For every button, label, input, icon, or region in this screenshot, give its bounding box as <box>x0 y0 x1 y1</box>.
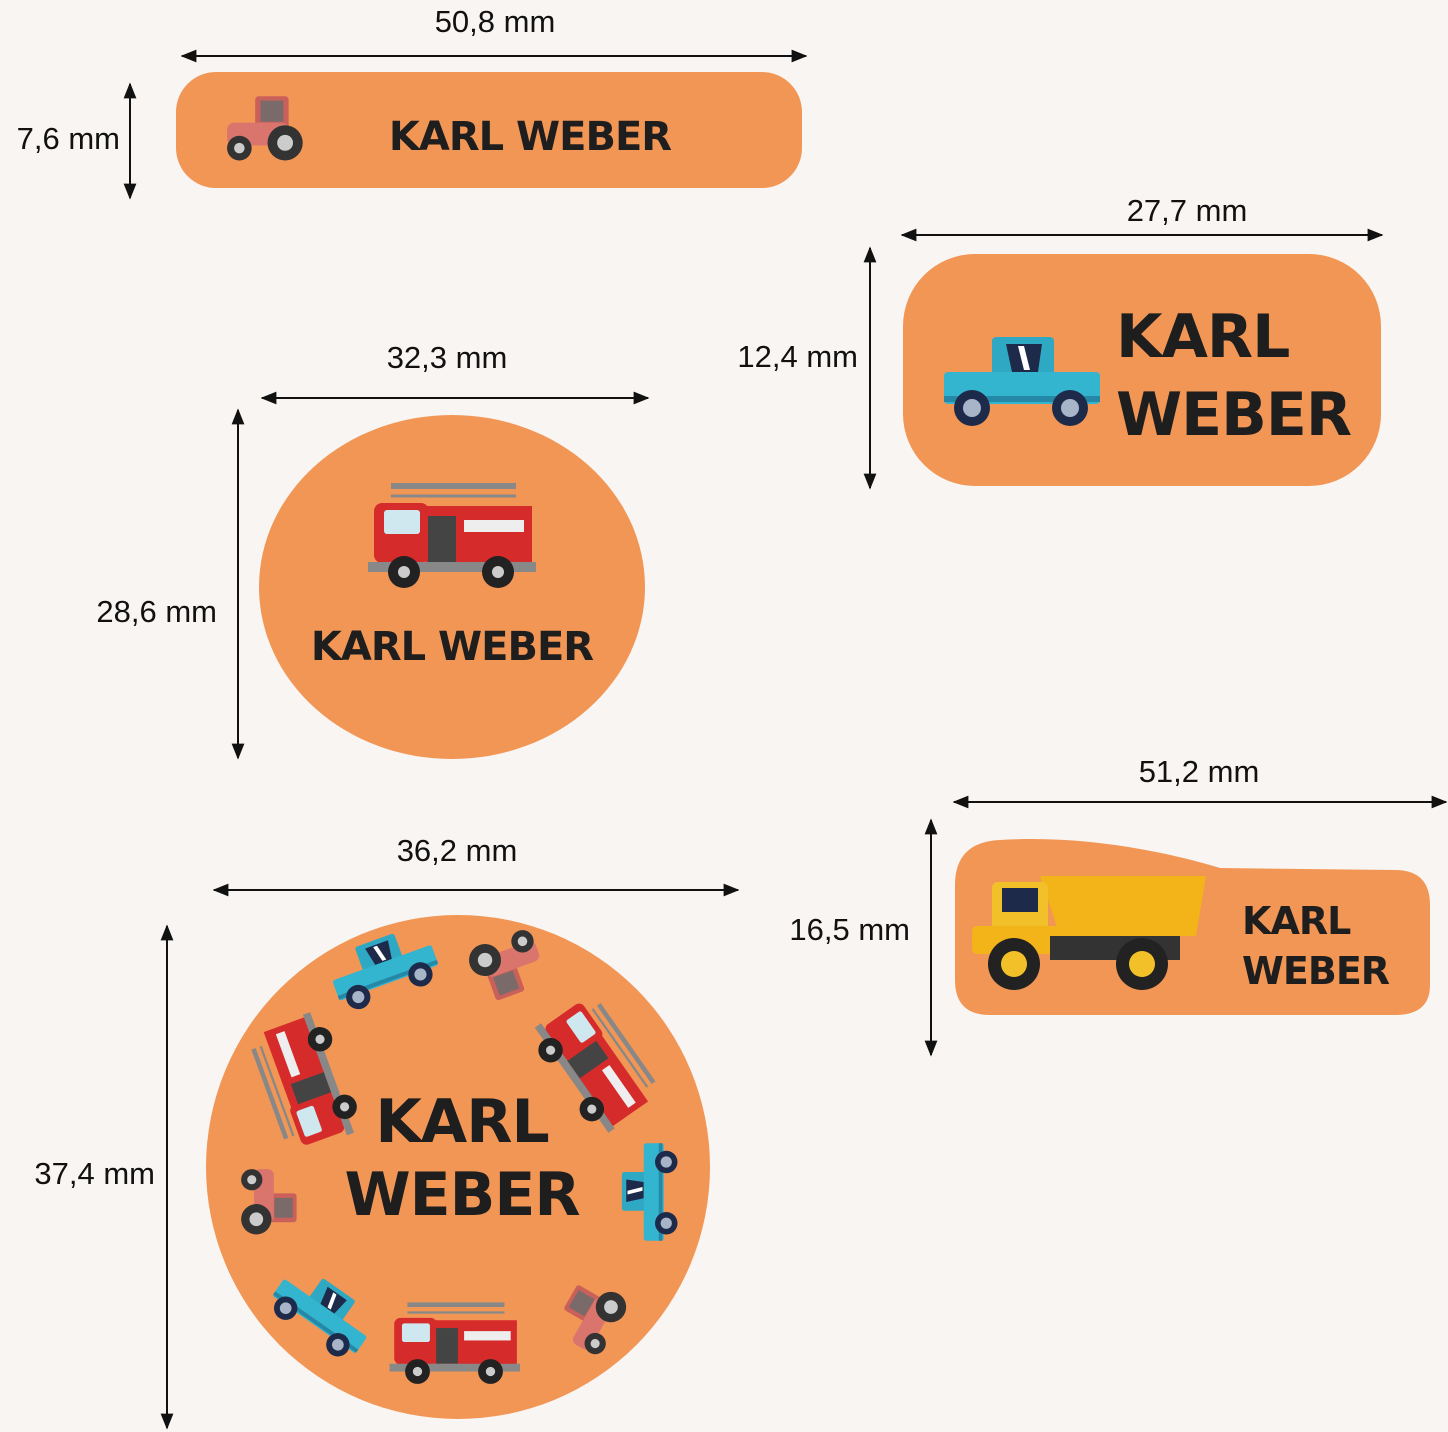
label-5-height: 16,5 mm <box>789 912 910 947</box>
label-3: KARL WEBER 32,3 mm 28,6 mm <box>96 340 650 760</box>
label-2-width: 27,7 mm <box>1127 193 1248 228</box>
label-3-width: 32,3 mm <box>387 340 508 375</box>
label-3-height: 28,6 mm <box>96 594 217 629</box>
label-3-name: KARL WEBER <box>311 624 593 670</box>
label-2: KARL WEBER 27,7 mm 12,4 mm <box>737 193 1384 490</box>
label-1-shape <box>176 72 802 188</box>
label-1-name: KARL WEBER <box>389 114 671 160</box>
label-4-last-name: WEBER <box>344 1160 579 1230</box>
label-1-height: 7,6 mm <box>17 121 120 156</box>
label-4-width: 36,2 mm <box>397 833 518 868</box>
label-5: KARL WEBER 51,2 mm 16,5 mm <box>789 754 1448 1057</box>
label-4-height: 37,4 mm <box>34 1156 155 1191</box>
label-2-height: 12,4 mm <box>737 339 858 374</box>
label-4: KARL WEBER 36,2 mm 37,4 mm <box>34 833 740 1430</box>
label-1: KARL WEBER 50,8 mm 7,6 mm <box>17 4 808 200</box>
label-5-last-name: WEBER <box>1242 949 1390 993</box>
label-4-first-name: KARL <box>375 1087 548 1157</box>
label-2-shape <box>903 254 1381 486</box>
label-1-width: 50,8 mm <box>435 4 556 39</box>
label-3-shape <box>259 415 645 759</box>
label-2-first-name: KARL <box>1116 302 1289 372</box>
label-5-width: 51,2 mm <box>1139 754 1260 789</box>
label-2-last-name: WEBER <box>1116 380 1351 450</box>
label-5-first-name: KARL <box>1242 899 1351 943</box>
